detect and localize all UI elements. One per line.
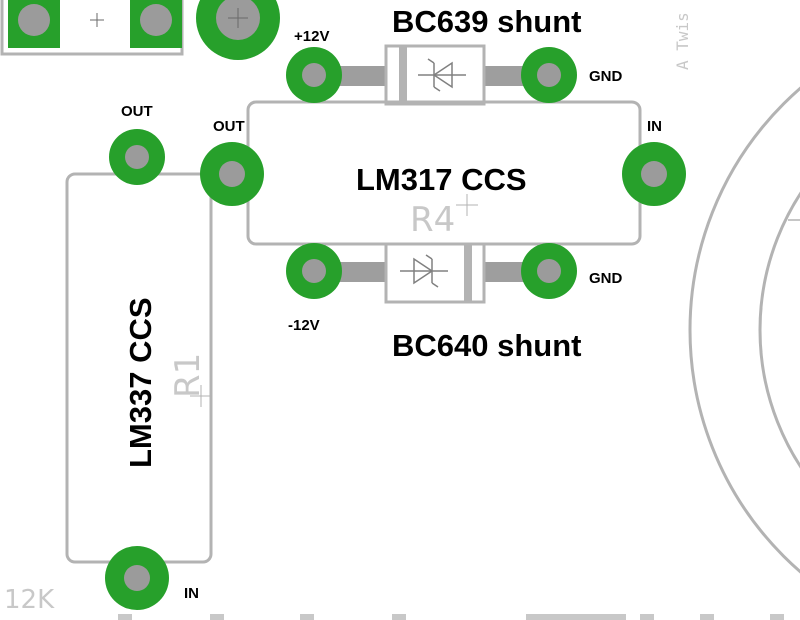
bc640-component [384,242,486,304]
bc639-component [384,44,486,106]
minus-12v-label: -12V [288,317,320,334]
r1-silk-label: R1 [168,353,208,398]
bottom-partial-silk [118,614,784,620]
pad-drill [140,4,172,36]
pad-in-right [622,142,686,206]
pad-in-bottom [105,546,169,610]
diode-icon [400,254,448,288]
pads [105,47,686,610]
out-mid-label: OUT [213,118,245,135]
crosshair-icon [456,194,478,216]
in-bottom-label: IN [184,585,199,602]
pad-out-mid [200,142,264,206]
inner-ring-outline [758,191,800,469]
pad-gnd-top [521,47,577,103]
edge-vertical-silk-text: A Twis [673,12,692,70]
pad-drill [18,4,50,36]
crosshair-icon [190,385,212,407]
diode-icon [418,58,466,92]
lm337-ccs-label: LM337 CCS [123,297,158,468]
lm317-ccs-label: LM317 CCS [356,162,527,197]
value-12k-silk-label: 12K [4,585,55,615]
top-left-connector [0,0,184,56]
pad-plus-12v [286,47,342,103]
in-right-label: IN [647,118,662,135]
bc640-shunt-label: BC640 shunt [392,328,581,363]
bc639-shunt-label: BC639 shunt [392,4,581,39]
gnd-top-label: GND [589,68,623,85]
crosshair-icon [90,13,104,27]
crosshair-icon [228,8,248,28]
outer-ring-outline [688,86,800,574]
pad-minus-12v [286,243,342,299]
gnd-bottom-label: GND [589,270,623,287]
out-left-label: OUT [121,103,153,120]
pad-gnd-bottom [521,243,577,299]
r4-silk-label: R4 [410,200,455,240]
plus-12v-label: +12V [294,28,329,45]
large-round-pad [196,0,280,60]
pad-out-left [109,129,165,185]
